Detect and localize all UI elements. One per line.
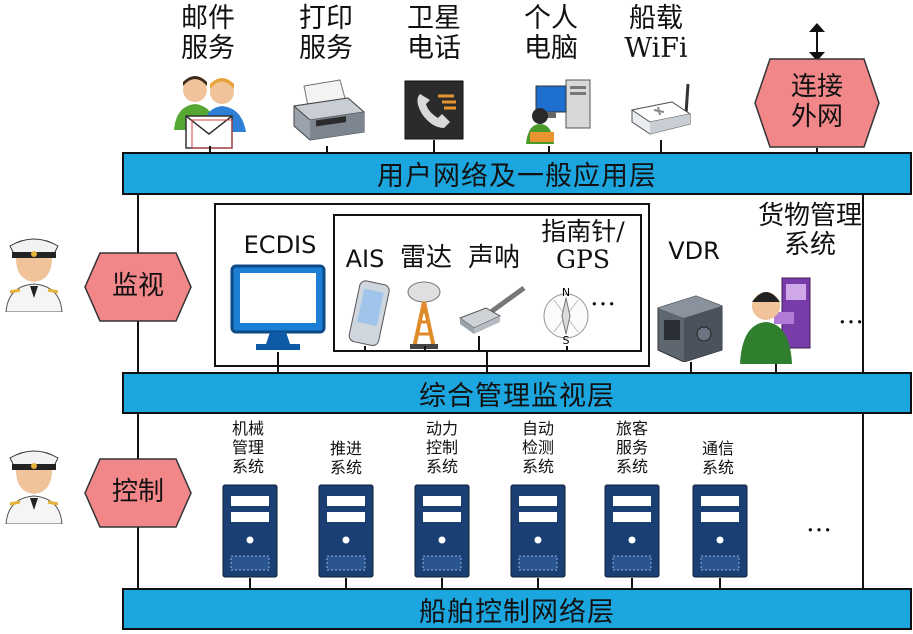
connector-cargo — [775, 364, 777, 372]
officer-monitor-icon — [5, 238, 63, 312]
personal-computer-icon — [526, 79, 591, 144]
external-network-label: 连接 外网 — [790, 72, 843, 132]
connector-pc — [548, 146, 550, 154]
top-label-mail: 邮件 服务 — [181, 3, 235, 65]
server-icon — [510, 484, 566, 578]
connector-passenger — [631, 578, 633, 590]
label-ais: AIS — [345, 245, 385, 273]
connector-wifi — [660, 140, 662, 154]
top-label-print: 打印 服务 — [299, 3, 353, 65]
handheld-device-icon — [348, 280, 390, 347]
integrated-layer-bar: 综合管理监视层 — [122, 372, 912, 414]
server-icon — [222, 484, 278, 578]
monitor-devices-frame — [214, 203, 650, 367]
connector-sonar — [478, 336, 480, 352]
connector-vdr — [690, 362, 692, 372]
sensor-ellipsis: … — [590, 282, 619, 312]
control-ellipsis: … — [806, 508, 835, 538]
connector-print — [326, 146, 328, 154]
label-detection: 自动 检测 系统 — [521, 419, 554, 476]
printer-icon — [292, 79, 366, 141]
connector-mail — [209, 146, 211, 154]
label-passenger: 旅客 服务 系统 — [615, 419, 648, 476]
monitor-label: 监视 — [111, 271, 164, 302]
monitor-badge: 监视 — [84, 252, 192, 322]
connector-ais — [364, 346, 366, 352]
top-label-satphone: 卫星 电话 — [407, 3, 461, 65]
connector-external — [816, 148, 818, 154]
monitor-ellipsis: … — [838, 300, 867, 330]
label-radar: 雷达 — [399, 243, 452, 273]
connector-detection — [537, 578, 539, 590]
connector-machinery — [249, 578, 251, 590]
server-icon — [692, 484, 748, 578]
wifi-router-icon — [630, 83, 692, 135]
compass-s-label: S — [563, 334, 570, 346]
compass-icon: N S — [543, 286, 589, 346]
connector-sensor-frame — [486, 352, 488, 372]
label-ecdis: ECDIS — [243, 231, 317, 259]
connector-communication — [719, 578, 721, 590]
connector-ecdis — [277, 352, 279, 372]
officer-control-icon — [5, 450, 63, 524]
sensor-devices-frame — [333, 214, 642, 352]
connector-radar — [424, 346, 426, 352]
top-label-wifi: 船载 WiFi — [624, 3, 688, 65]
user-layer-bar: 用户网络及一般应用层 — [122, 152, 912, 195]
top-label-pc: 个人 电脑 — [524, 3, 578, 65]
label-sonar: 声呐 — [467, 243, 520, 273]
connector-satphone — [433, 140, 435, 154]
up-down-arrow-icon — [809, 23, 825, 61]
label-power: 动力 控制 系统 — [425, 419, 458, 476]
label-cargo: 货物管理 系统 — [757, 201, 862, 261]
satellite-phone-icon — [404, 80, 464, 140]
server-icon — [604, 484, 660, 578]
radar-tower-icon — [407, 281, 441, 349]
control-label: 控制 — [111, 477, 164, 508]
connector-compass — [566, 346, 568, 352]
server-icon — [318, 484, 374, 578]
sonar-probe-icon — [458, 285, 526, 334]
label-machinery: 机械 管理 系统 — [231, 419, 264, 476]
label-propulsion: 推进 系统 — [329, 439, 362, 477]
safe-box-icon — [657, 295, 723, 362]
server-icon — [414, 484, 470, 578]
connector-power — [441, 578, 443, 590]
control-badge: 控制 — [84, 458, 192, 528]
external-network-badge: 连接 外网 — [754, 58, 880, 148]
connector-propulsion — [345, 578, 347, 590]
control-layer-bar: 船舶控制网络层 — [122, 588, 912, 630]
compass-n-label: N — [562, 286, 570, 299]
cargo-terminal-icon — [740, 277, 811, 364]
label-compass-gps: 指南针/ GPS — [541, 217, 625, 274]
label-vdr: VDR — [668, 237, 720, 265]
label-communication: 通信 系统 — [701, 439, 734, 477]
monitor-icon — [230, 264, 326, 350]
mail-users-icon — [174, 76, 246, 149]
